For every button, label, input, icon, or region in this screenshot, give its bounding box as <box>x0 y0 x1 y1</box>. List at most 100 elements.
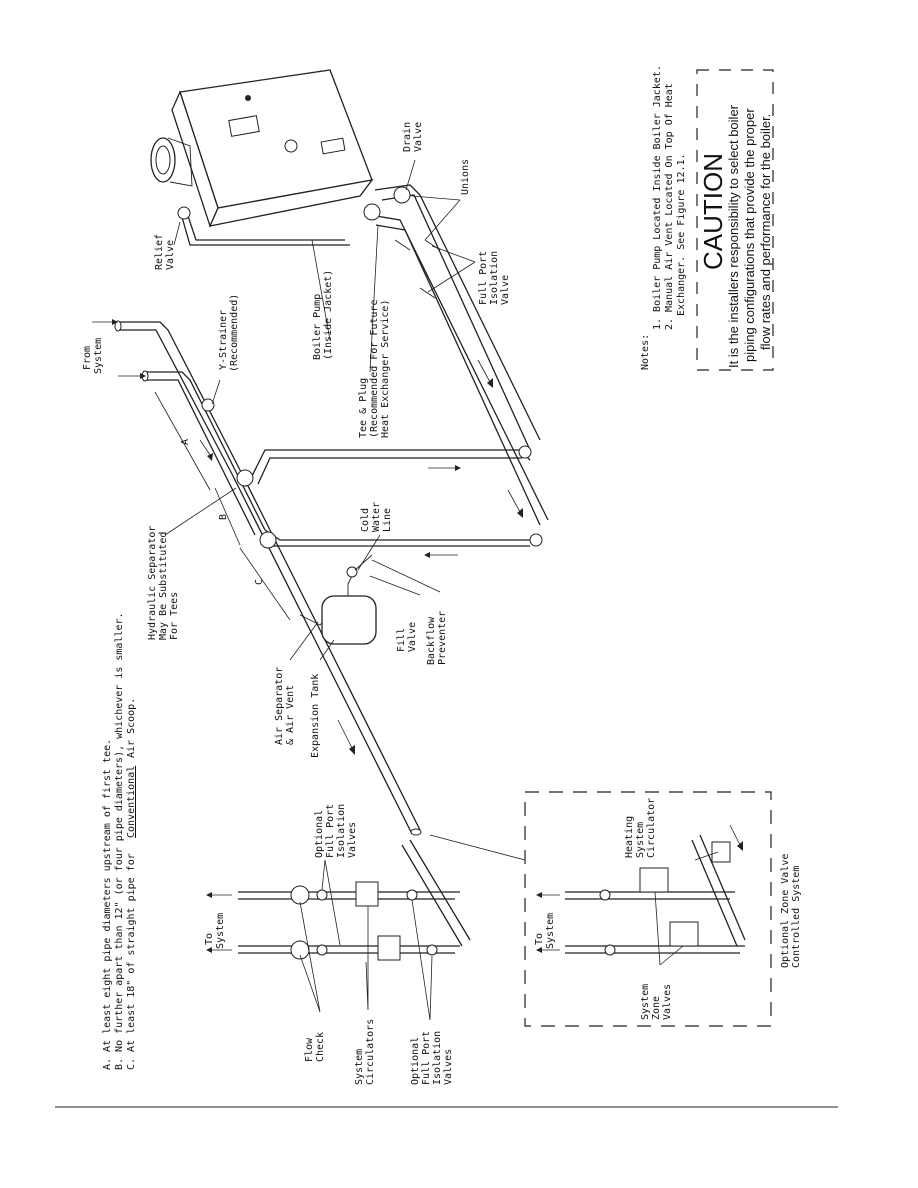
label-hydraulic-separator: Hydraulic Separator May Be Substituted F… <box>147 526 180 640</box>
svg-text:Backflow: Backflow <box>426 616 437 665</box>
note-c-underlined: Conventional <box>126 766 137 838</box>
svg-text:Full Port: Full Port <box>478 251 489 305</box>
svg-text:System: System <box>635 822 646 858</box>
note-a: A. At least eight pipe diameters upstrea… <box>102 739 113 1070</box>
label-tee-plug: Tee & Plug (Recommended For Future Heat … <box>358 300 391 438</box>
svg-text:Valves: Valves <box>443 1049 454 1085</box>
dim-b: B <box>218 514 229 520</box>
svg-text:Y-Strainer: Y-Strainer <box>218 310 229 370</box>
svg-text:Full Port: Full Port <box>421 1031 432 1085</box>
svg-text:Zone: Zone <box>651 996 662 1020</box>
note-b: B. No further apart than 12" (or four pi… <box>114 612 125 1070</box>
notes-header: Notes: <box>640 334 651 370</box>
boiler-piping <box>177 184 549 526</box>
note-2a: 2. Manual Air Vent Located On Top Of Hea… <box>664 83 675 330</box>
svg-text:Isolation: Isolation <box>432 1031 443 1085</box>
label-from-system: From System <box>82 338 104 374</box>
svg-text:Cold: Cold <box>360 508 371 532</box>
manifold-circulators <box>206 839 471 961</box>
svg-text:Circulator: Circulator <box>646 798 657 858</box>
svg-text:Valve: Valve <box>500 275 511 305</box>
svg-text:Boiler Pump: Boiler Pump <box>312 294 323 360</box>
label-expansion-tank: Expansion Tank <box>310 674 321 758</box>
svg-text:Controlled System: Controlled System <box>791 866 802 968</box>
notes-abc: A. At least eight pipe diameters upstrea… <box>102 612 137 1070</box>
label-system-circulators: System Circulators <box>354 1019 376 1085</box>
svg-text:Line: Line <box>382 508 393 532</box>
label-backflow: Backflow Preventer <box>426 611 448 665</box>
caution-line-3: flow rates and performance for the boile… <box>758 114 773 350</box>
svg-text:Optional: Optional <box>314 810 325 858</box>
svg-text:Preventer: Preventer <box>437 611 448 665</box>
svg-text:From: From <box>82 346 93 370</box>
svg-text:Hydraulic Separator: Hydraulic Separator <box>147 526 158 640</box>
label-drain-valve: Drain Valve <box>402 122 424 152</box>
svg-text:Isolation: Isolation <box>336 804 347 858</box>
caution-title: CAUTION <box>698 153 728 270</box>
svg-text:Circulators: Circulators <box>365 1019 376 1085</box>
label-unions: Unions <box>460 159 471 195</box>
note-1: 1. Boiler Pump Located Inside Boiler Jac… <box>652 65 663 330</box>
flow-arrows <box>92 319 523 755</box>
svg-text:(Recommended For Future: (Recommended For Future <box>369 300 380 438</box>
svg-text:System: System <box>215 913 226 949</box>
svg-text:For Tees: For Tees <box>169 592 180 640</box>
svg-text:May Be Substituted: May Be Substituted <box>158 532 169 640</box>
label-y-strainer: Y-Strainer (Recommended) <box>218 294 240 372</box>
svg-text:To: To <box>204 933 215 945</box>
dim-c: C <box>254 579 265 585</box>
svg-text:Water: Water <box>371 502 382 532</box>
svg-text:(Inside Jacket): (Inside Jacket) <box>323 270 334 360</box>
label-relief-valve: Relief Valve <box>154 234 176 270</box>
label-system-zone-valves: System Zone Valves <box>640 984 673 1020</box>
caution-line-2: piping configurations that provide the p… <box>742 108 757 362</box>
svg-text:Valve: Valve <box>413 122 424 152</box>
svg-text:Full Port: Full Port <box>325 804 336 858</box>
svg-text:& Air Vent: & Air Vent <box>285 685 296 745</box>
label-flow-check: Flow Check <box>304 1032 326 1062</box>
label-opt-iso-top: Optional Full Port Isolation Valves <box>314 804 358 858</box>
svg-text:System: System <box>640 984 651 1020</box>
note-2b: Exchanger. See Figure 12.1. <box>676 153 687 316</box>
dimension-marks: A B C <box>154 391 291 621</box>
svg-text:Optional Zone Valve: Optional Zone Valve <box>780 854 791 968</box>
svg-text:Unions: Unions <box>460 159 471 195</box>
boiler <box>150 69 374 228</box>
svg-text:Drain: Drain <box>402 122 413 152</box>
svg-text:Heat Exchanger Service): Heat Exchanger Service) <box>380 300 391 438</box>
label-cold-water: Cold Water Line <box>360 502 393 532</box>
svg-text:To: To <box>534 933 545 945</box>
svg-text:System: System <box>93 338 104 374</box>
svg-text:Tee & Plug: Tee & Plug <box>358 378 369 438</box>
svg-text:System: System <box>545 913 556 949</box>
svg-text:Flow: Flow <box>304 1037 315 1062</box>
leader-lines <box>164 159 719 1021</box>
svg-text:Isolation: Isolation <box>489 251 500 305</box>
label-fill-valve: Fill Valve <box>396 622 418 652</box>
caution-line-1: It is the installers responsibility to s… <box>726 104 741 368</box>
label-heating-circulator: Heating System Circulator <box>624 798 657 858</box>
label-opt-iso-bottom: Optional Full Port Isolation Valves <box>410 1031 454 1085</box>
label-optional-zone: Optional Zone Valve Controlled System <box>780 854 802 968</box>
label-to-system-2: To System <box>534 913 556 949</box>
label-full-port: Full Port Isolation Valve <box>478 251 511 305</box>
svg-text:Valve: Valve <box>165 240 176 270</box>
svg-text:Optional: Optional <box>410 1037 421 1085</box>
note-c-suffix: Air Scoop. <box>126 698 137 758</box>
expansion-tank <box>321 554 377 645</box>
note-c-prefix: C. At least 18" of straight pipe for <box>126 853 137 1070</box>
svg-text:Check: Check <box>315 1032 326 1062</box>
svg-text:Heating: Heating <box>624 816 635 858</box>
svg-text:(Recommended): (Recommended) <box>229 294 240 372</box>
label-boiler-pump: Boiler Pump (Inside Jacket) <box>312 270 334 360</box>
label-air-separator: Air Separator & Air Vent <box>274 667 296 745</box>
system-piping <box>114 320 543 836</box>
caution-box: CAUTION It is the installers responsibil… <box>696 69 774 371</box>
zone-valve-box <box>429 791 772 1027</box>
label-to-system-1: To System <box>204 913 226 949</box>
notes-right: Notes: 1. Boiler Pump Located Inside Boi… <box>640 65 687 370</box>
svg-text:Fill: Fill <box>396 628 407 652</box>
svg-text:Valves: Valves <box>662 984 673 1020</box>
svg-text:System: System <box>354 1049 365 1085</box>
